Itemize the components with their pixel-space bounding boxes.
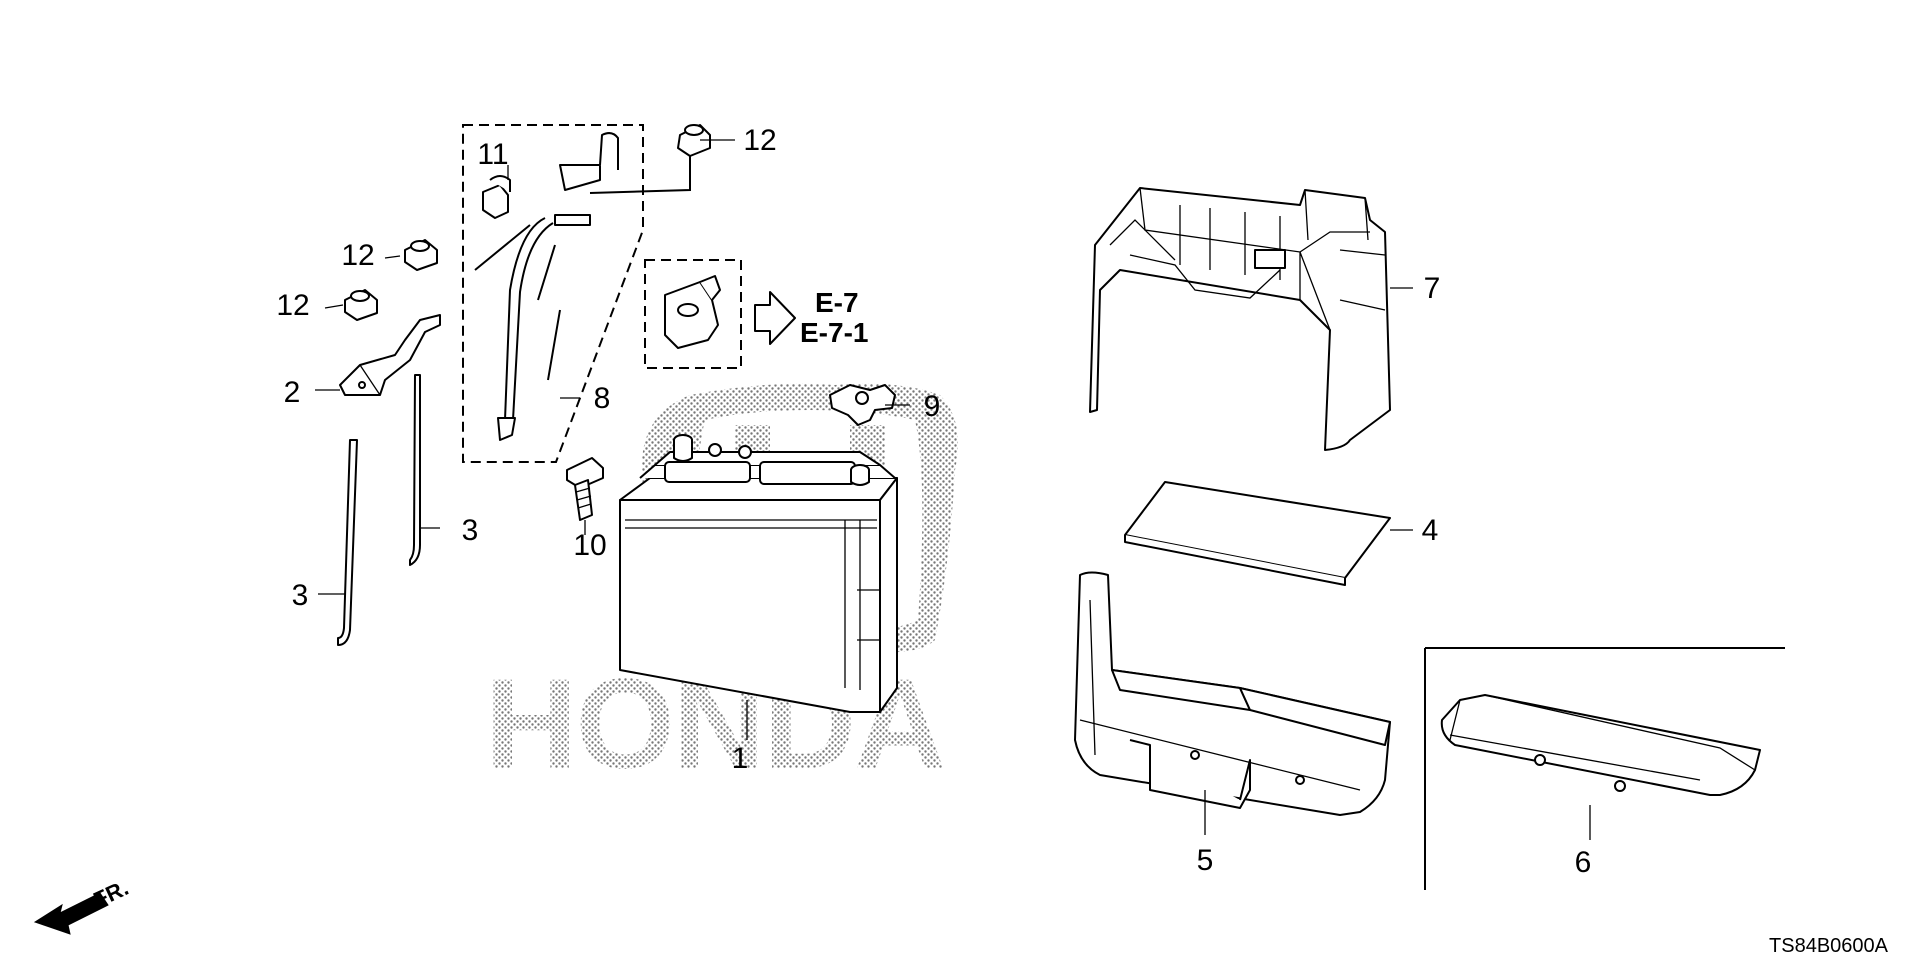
battery-part-1 [619, 434, 898, 713]
front-indicator: FR. [33, 875, 132, 935]
callout-10: 10 [573, 529, 606, 562]
callout-1: 1 [732, 742, 749, 775]
nut-part-12-top [677, 124, 711, 157]
battery-tray-part-5 [1074, 571, 1391, 816]
diagram-code: TS84B0600A [1769, 935, 1889, 957]
bolt-part-10 [566, 457, 604, 521]
callout-12-mid: 12 [341, 239, 374, 272]
insulator-part-4 [1124, 481, 1391, 586]
hold-down-rod-part-3b [337, 439, 358, 646]
callout-12-top: 12 [743, 124, 776, 157]
callout-11: 11 [477, 138, 508, 171]
hold-down-rod-part-3a [409, 374, 421, 566]
battery-cover-part-7 [1089, 187, 1391, 451]
front-arrow-icon [33, 892, 109, 935]
callout-9: 9 [924, 390, 941, 423]
callout-8: 8 [594, 382, 611, 415]
reference-inset [644, 259, 796, 369]
callout-5: 5 [1197, 844, 1214, 877]
cable-detail-group [462, 124, 691, 463]
reference-e-7-1: E-7-1 [800, 317, 868, 348]
cross-references: E-7 E-7-1 [800, 287, 868, 348]
leader-lines [315, 139, 1591, 840]
callout-7: 7 [1424, 272, 1441, 305]
nut-part-12-low [344, 289, 378, 321]
reference-e-7: E-7 [815, 287, 859, 318]
callout-2: 2 [284, 376, 301, 409]
callout-numbers: 1 2 3 3 4 5 6 7 8 9 10 11 12 12 12 [276, 124, 1591, 879]
callout-12-low: 12 [276, 289, 309, 322]
callout-6: 6 [1575, 846, 1592, 879]
callout-3a: 3 [462, 514, 479, 547]
hold-down-bracket-part-2 [339, 314, 441, 396]
tray-part-6-inset [1424, 647, 1785, 890]
nut-part-12-mid [404, 239, 438, 271]
callout-4: 4 [1422, 514, 1439, 547]
terminal-part-9 [829, 384, 896, 426]
callout-3b: 3 [292, 579, 309, 612]
